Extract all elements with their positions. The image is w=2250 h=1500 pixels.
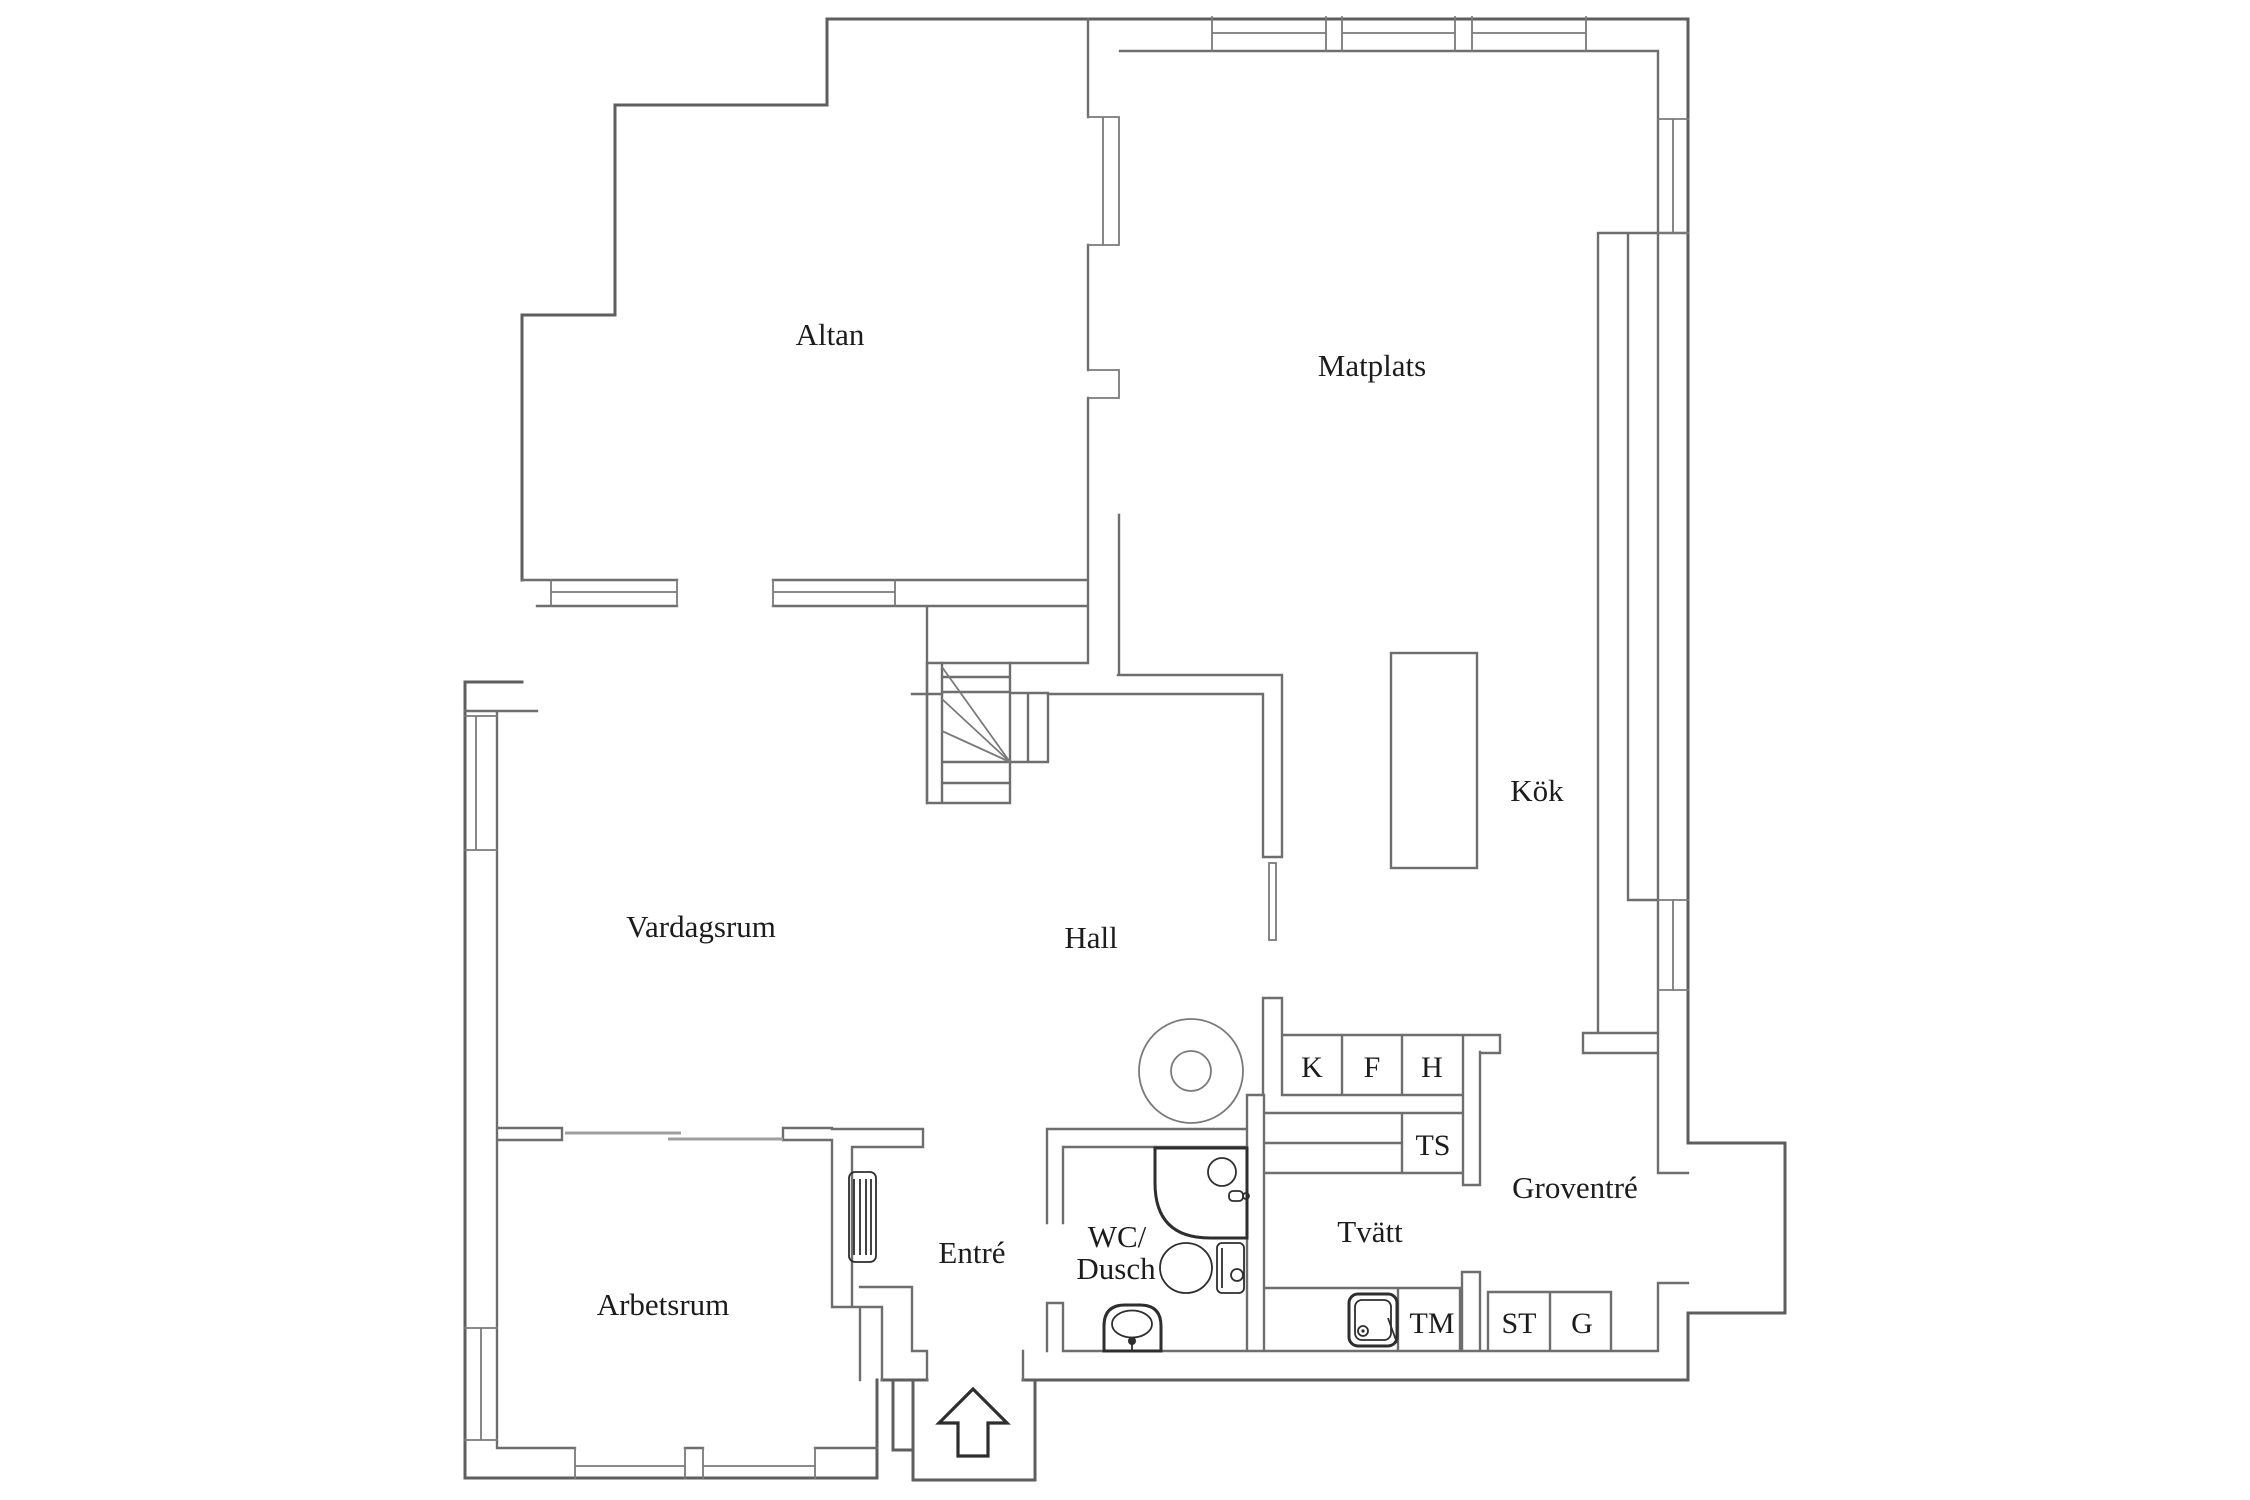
radiator-icon bbox=[848, 1171, 877, 1263]
door-leaf-icon bbox=[1268, 862, 1277, 941]
room-label-tvatt: Tvätt bbox=[1337, 1214, 1403, 1249]
winder-staircase-icon bbox=[925, 661, 1050, 805]
entrance-arrow-icon bbox=[935, 1386, 1011, 1458]
interior-walls bbox=[463, 17, 1690, 1450]
room-label-hall: Hall bbox=[1064, 920, 1117, 955]
closet-label-st: ST bbox=[1501, 1307, 1536, 1340]
closet-label-h: H bbox=[1421, 1051, 1443, 1084]
room-label-groventre: Groventré bbox=[1512, 1170, 1638, 1205]
closet-label-f: F bbox=[1364, 1051, 1381, 1084]
room-label-altan: Altan bbox=[796, 317, 865, 352]
room-label-entre: Entré bbox=[938, 1235, 1005, 1270]
closet-label-ts: TS bbox=[1415, 1129, 1450, 1162]
laundry-sink-icon bbox=[1347, 1292, 1399, 1348]
room-label-kok: Kök bbox=[1510, 773, 1564, 808]
closet-label-g: G bbox=[1571, 1307, 1593, 1340]
windows bbox=[464, 16, 1689, 1479]
room-label-wc-line1: WC/ bbox=[1088, 1219, 1147, 1254]
closet-label-k: K bbox=[1301, 1051, 1323, 1084]
closet-label-tm: TM bbox=[1410, 1307, 1455, 1340]
room-label-vardagsrum: Vardagsrum bbox=[626, 909, 776, 944]
exterior-walls bbox=[463, 17, 1787, 1482]
kitchen-island-icon bbox=[1389, 651, 1479, 870]
fireplace-icon bbox=[1138, 1018, 1244, 1124]
room-label-wc-line2: Dusch bbox=[1076, 1251, 1156, 1286]
sliding-door-icon bbox=[565, 1131, 783, 1141]
room-label-matplats: Matplats bbox=[1318, 348, 1427, 383]
room-label-arbetsrum: Arbetsrum bbox=[597, 1287, 730, 1322]
entrance-porch bbox=[891, 1378, 1037, 1482]
closet-labels: K F H TS TM ST G bbox=[1301, 1051, 1593, 1340]
room-labels: Altan Matplats Vardagsrum Hall Kök Arbet… bbox=[597, 317, 1638, 1322]
washbasin-icon bbox=[1102, 1303, 1163, 1353]
shower-icon bbox=[1153, 1146, 1250, 1240]
toilet-icon bbox=[1159, 1242, 1245, 1294]
